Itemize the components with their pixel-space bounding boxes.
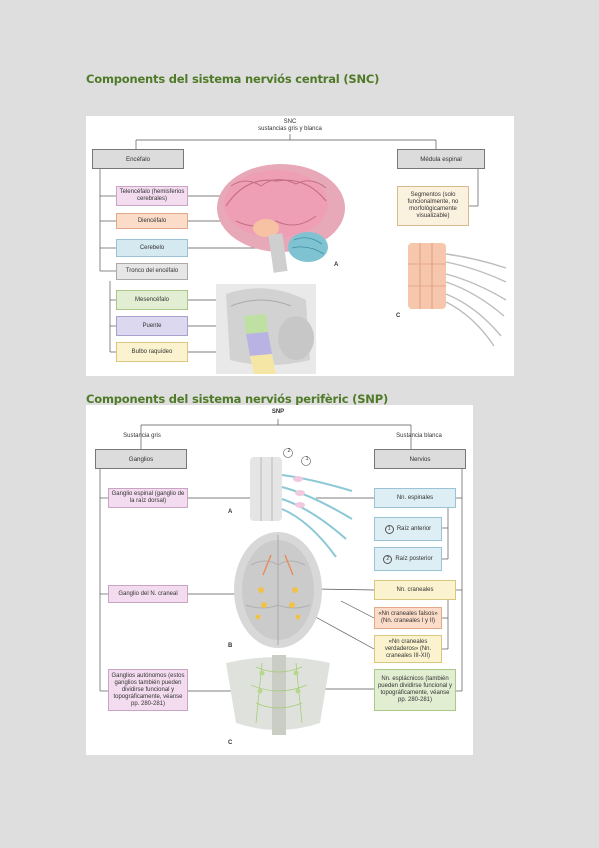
medula-espinal-box: Médula espinal (397, 149, 485, 169)
nn-craneales-falsos-box: «Nn craneales falsos» (Nn. craneales I y… (374, 607, 442, 629)
spinal-nerve-illustration (250, 448, 353, 558)
nn-espinales-box: Nn. espinales (374, 488, 456, 508)
brain-base-illustration (234, 532, 322, 648)
ganglio-espinal-box: Ganglio espinal (ganglio de la raíz dors… (108, 488, 188, 508)
nn-craneales-box: Nn. craneales (374, 580, 456, 600)
snp-figure-a-label: A (228, 509, 233, 515)
encefalo-box: Encéfalo (92, 149, 184, 169)
sustancia-blanca-label: Sustancia blanca (396, 433, 442, 439)
raiz-posterior-label: Raíz posterior (395, 555, 433, 562)
snc-root-title: SNC (283, 119, 297, 125)
ganglio-craneal-box: Ganglio del N. craneal (108, 585, 188, 603)
snc-diagram-lines (99, 134, 507, 374)
nn-esplacnicos-box: Nn. esplácnicos (también pueden dividirs… (374, 669, 456, 711)
autonomic-ganglia-illustration (226, 655, 330, 735)
puente-box: Puente (116, 316, 188, 336)
snp-root-label: SNP (271, 409, 285, 415)
number-1-icon: 1 (384, 524, 394, 534)
raiz-anterior-label: Raíz anterior (396, 525, 432, 532)
ganglios-autonomos-box: Ganglios autónomos (estos ganglios tambi… (108, 669, 188, 711)
telencefalo-box: Telencéfalo (hemisferios cerebrales) (116, 186, 188, 206)
number-2-icon: 2 (383, 554, 393, 564)
snc-figure-a-label: A (334, 262, 339, 268)
brainstem-detail-illustration (216, 284, 316, 374)
mesencefalo-box: Mesencéfalo (116, 290, 188, 310)
snc-heading: Components del sistema nerviós central (… (86, 72, 380, 86)
ganglios-box: Ganglios (95, 449, 187, 469)
snp-figure-panel: SNP Sustancia gris Sustancia blanca Gang… (86, 405, 473, 755)
nn-craneales-verdaderos-box: «Nn craneales verdaderos» (Nn. craneales… (374, 635, 442, 663)
brain-sagittal-illustration (217, 164, 345, 273)
marker-2-label: 2 (287, 448, 291, 454)
tronco-encefalo-box: Tronco del encéfalo (116, 263, 188, 280)
snc-root-label: SNC sustancias gris y blanca (236, 119, 344, 133)
snp-heading: Components del sistema nerviós perifèric… (86, 392, 389, 406)
snp-diagram-lines (99, 419, 463, 735)
snp-figure-c-label: C (228, 740, 233, 746)
marker-1-label: 1 (305, 456, 309, 462)
sustancia-gris-label: Sustancia gris (123, 433, 161, 439)
diencefalo-box: Diencéfalo (116, 213, 188, 229)
cerebelo-box: Cerebelo (116, 239, 188, 257)
snc-figure-panel: SNC sustancias gris y blanca Encéfalo Mé… (86, 116, 514, 376)
segmentos-box: Segmentos (solo funcionalmente, no morfo… (397, 186, 469, 226)
spinal-cord-illustration (408, 243, 507, 347)
bulbo-raquideo-box: Bulbo raquídeo (116, 342, 188, 362)
snc-root-subtitle: sustancias gris y blanca (258, 126, 322, 132)
snc-figure-c-label: C (396, 313, 401, 319)
nervios-box: Nervios (374, 449, 466, 469)
snp-figure-b-label: B (228, 643, 233, 649)
